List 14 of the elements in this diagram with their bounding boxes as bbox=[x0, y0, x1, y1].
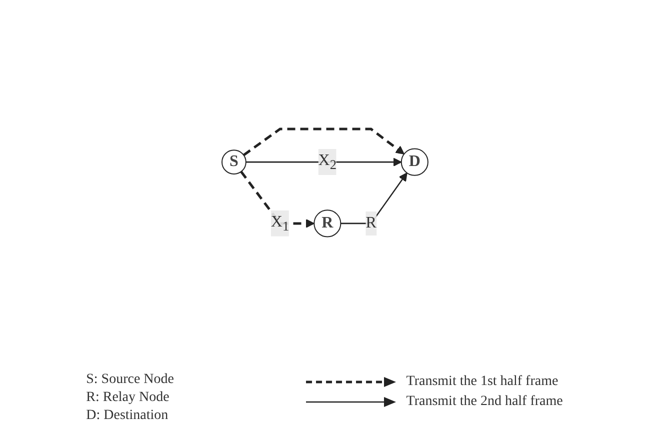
node-circle: D bbox=[400, 148, 428, 176]
legend-text: Transmit the 2nd half frame bbox=[406, 394, 563, 410]
legend-note: D: Destination bbox=[86, 408, 170, 424]
arrow bbox=[242, 128, 404, 156]
legend-note: R: Relay Node bbox=[86, 390, 170, 406]
arrow bbox=[340, 172, 407, 224]
edge-label: X$_{2}$ bbox=[318, 152, 336, 172]
node-circle: R bbox=[313, 210, 341, 238]
edge-label: R bbox=[365, 214, 376, 232]
node-circle: S bbox=[221, 150, 246, 175]
edge-label: X$_{1}$ bbox=[270, 213, 289, 234]
arrow bbox=[245, 158, 402, 167]
legend-note: S: Source Node bbox=[86, 372, 174, 388]
legend-text: Transmit the 1st half frame bbox=[406, 374, 558, 390]
